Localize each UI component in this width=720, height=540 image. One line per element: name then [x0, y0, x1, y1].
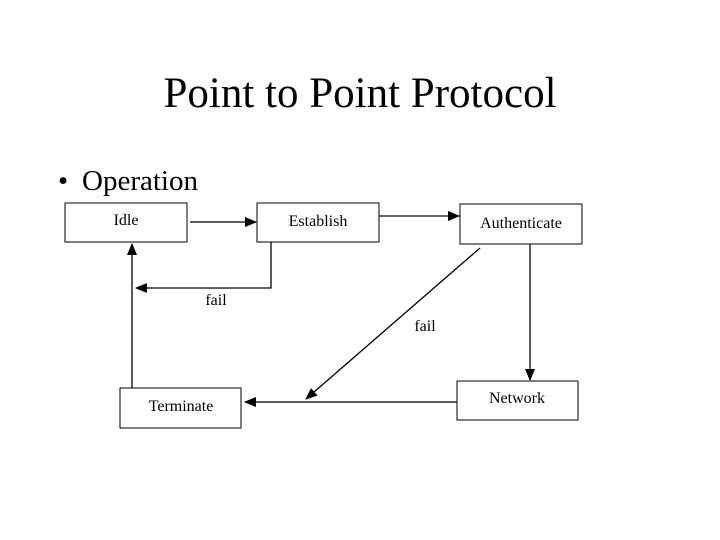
edge-label-establish-fail: fail [205, 292, 227, 309]
node-idle: Idle [64, 202, 188, 243]
node-authenticate: Authenticate [459, 203, 583, 245]
node-terminate: Terminate [119, 387, 242, 429]
node-establish: Establish [256, 202, 380, 243]
bullet-text: Operation [82, 165, 198, 197]
node-network-label: Network [489, 390, 545, 407]
node-network: Network [456, 380, 579, 421]
bullet-marker: • [58, 165, 69, 197]
node-terminate-label: Terminate [149, 398, 214, 415]
node-establish-label: Establish [289, 213, 348, 230]
node-authenticate-label: Authenticate [480, 215, 562, 232]
edge-authenticate-fail-to-terminate [305, 247, 481, 400]
edge-label-authenticate-fail: fail [414, 318, 436, 335]
slide-title: Point to Point Protocol [163, 70, 557, 117]
edge-establish-fail-to-idle [135, 242, 272, 293]
node-idle-label: Idle [114, 212, 139, 229]
bullet-item: • Operation [58, 163, 198, 199]
